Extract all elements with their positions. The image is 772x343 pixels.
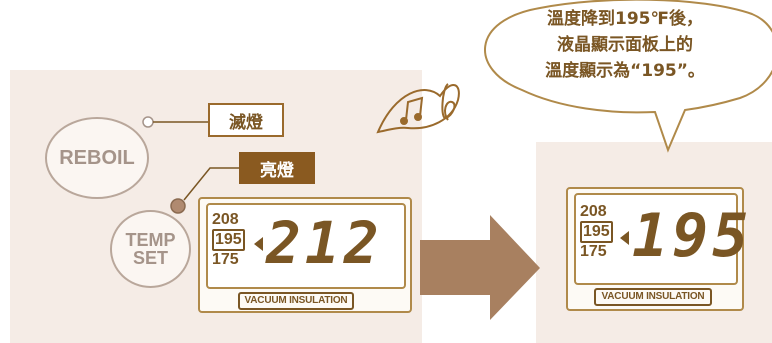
right-arrow-icon bbox=[420, 215, 540, 320]
left-temp-175: 175 bbox=[212, 251, 239, 268]
right-selector-arrow-icon bbox=[620, 231, 629, 245]
right-current-reading: 195 bbox=[632, 201, 753, 271]
right-temp-scale: 208 195 175 bbox=[580, 203, 613, 261]
left-current-reading: 212 bbox=[266, 209, 383, 277]
reboil-label: REBOIL bbox=[59, 147, 135, 169]
music-note-icon bbox=[376, 83, 460, 134]
left-temp-scale: 208 195 175 bbox=[212, 211, 245, 269]
left-temp-208: 208 bbox=[212, 211, 239, 228]
left-selector-arrow-icon bbox=[254, 237, 263, 251]
bubble-line-2: 液晶顯示面板上的 bbox=[557, 35, 693, 55]
bubble-line-3: 溫度顯示為“195”。 bbox=[545, 61, 705, 81]
temp-set-button[interactable]: TEMP SET bbox=[110, 210, 191, 288]
temp-set-label-line1: TEMP bbox=[125, 230, 176, 250]
right-lcd-panel: 208 195 175 195 VACUUM INSULATION bbox=[566, 187, 748, 311]
left-lcd-screen: 208 195 175 212 bbox=[206, 203, 406, 289]
left-lcd-panel: 208 195 175 212 VACUUM INSULATION bbox=[198, 197, 412, 313]
temp-set-label-line2: SET bbox=[132, 248, 168, 268]
reboil-indicator-lamp-icon bbox=[142, 116, 154, 128]
right-lcd-screen: 208 195 175 195 bbox=[574, 193, 748, 285]
left-temp-195: 195 bbox=[212, 229, 245, 251]
left-brand-label: VACUUM INSULATION bbox=[238, 292, 354, 310]
speech-bubble bbox=[484, 0, 772, 153]
on-leader-line bbox=[183, 167, 239, 201]
right-brand-label: VACUUM INSULATION bbox=[594, 288, 712, 306]
right-temp-175: 175 bbox=[580, 243, 607, 260]
on-tag: 亮燈 bbox=[239, 152, 315, 184]
off-tag: 滅燈 bbox=[208, 103, 284, 137]
right-temp-195: 195 bbox=[580, 221, 613, 243]
bubble-line-1: 溫度降到195℉後， bbox=[547, 9, 703, 29]
bubble-text: 溫度降到195℉後， 液晶顯示面板上的 溫度顯示為“195”。 bbox=[496, 6, 754, 84]
temp-indicator-lamp-icon bbox=[170, 198, 186, 214]
reboil-button[interactable]: REBOIL bbox=[45, 117, 149, 199]
right-temp-208: 208 bbox=[580, 203, 607, 220]
